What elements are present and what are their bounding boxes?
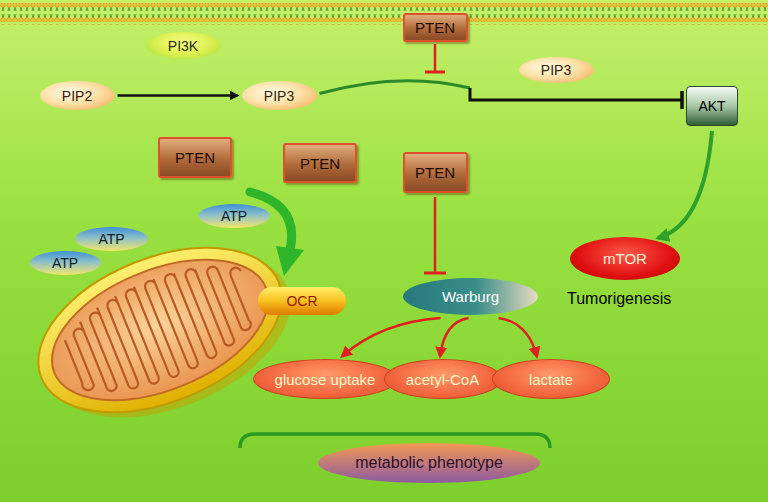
annotation-label: Tumorigenesis: [567, 290, 671, 308]
node-label: ATP: [98, 231, 124, 247]
connector: [440, 318, 468, 356]
protein-box: PTEN: [403, 152, 468, 193]
connector-line: [434, 197, 437, 273]
connector-curve: [440, 318, 468, 356]
inhibition-line: [434, 44, 437, 72]
ocr-capsule: OCR: [258, 287, 346, 315]
node-label: Warburg: [442, 288, 499, 305]
phenotype-ellipse: metabolic phenotype: [318, 443, 540, 483]
connector: [424, 197, 446, 273]
lipid-ellipse: PIP2: [40, 81, 115, 110]
cell-membrane: [0, 3, 768, 25]
product-ellipse: glucose uptake: [253, 359, 398, 399]
connector: [499, 318, 537, 356]
lipid-ellipse: PIP3: [519, 57, 594, 83]
atp-ellipse: ATP: [30, 251, 101, 275]
node-label: acetyl-CoA: [406, 371, 479, 388]
product-ellipse: acetyl-CoA: [384, 359, 502, 399]
node-label: ATP: [221, 208, 247, 224]
node-label: PTEN: [175, 149, 215, 166]
connector-curve: [658, 131, 712, 238]
mitochondrion: [14, 213, 314, 452]
atp-ellipse: ATP: [75, 227, 148, 251]
connector-curve: [342, 318, 440, 356]
node-label: PTEN: [415, 19, 455, 36]
node-label: PI3K: [168, 38, 198, 54]
connector: [342, 318, 440, 356]
node-label: lactate: [529, 371, 573, 388]
atp-ellipse: ATP: [198, 204, 270, 228]
node-label: PTEN: [415, 164, 455, 181]
protein-box: PTEN: [283, 143, 357, 183]
lipid-ellipse: PIP3: [242, 81, 317, 110]
inhibition-bar: [425, 71, 445, 74]
connector-line: [118, 94, 238, 97]
connector: [118, 95, 238, 96]
node-label: PIP3: [264, 88, 294, 104]
node-label: ATP: [52, 255, 78, 271]
node-label: AKT: [698, 98, 725, 114]
connector: [320, 81, 683, 109]
arrow-head: [276, 246, 304, 276]
kinase-ellipse: mTOR: [570, 237, 680, 280]
node-label: PTEN: [300, 155, 340, 172]
protein-box: PTEN: [158, 137, 232, 178]
node-label: PIP3: [541, 62, 571, 78]
connector-curve: [320, 81, 471, 94]
node-label: glucose uptake: [275, 371, 376, 388]
connector-curve: [499, 318, 537, 356]
effect-ellipse: Warburg: [403, 278, 538, 315]
kinase-box: AKT: [686, 86, 738, 126]
inhibition-bar: [424, 272, 446, 275]
connector: [658, 131, 712, 238]
protein-box: PTEN: [403, 13, 468, 42]
node-label: OCR: [286, 293, 317, 309]
inhibition-bar: [680, 91, 684, 109]
node-label: PIP2: [62, 88, 92, 104]
product-ellipse: lactate: [492, 359, 610, 399]
enzyme-ellipse: PI3K: [146, 32, 221, 59]
node-label: metabolic phenotype: [355, 454, 503, 472]
connector-line: [470, 88, 682, 100]
node-label: mTOR: [603, 250, 647, 267]
